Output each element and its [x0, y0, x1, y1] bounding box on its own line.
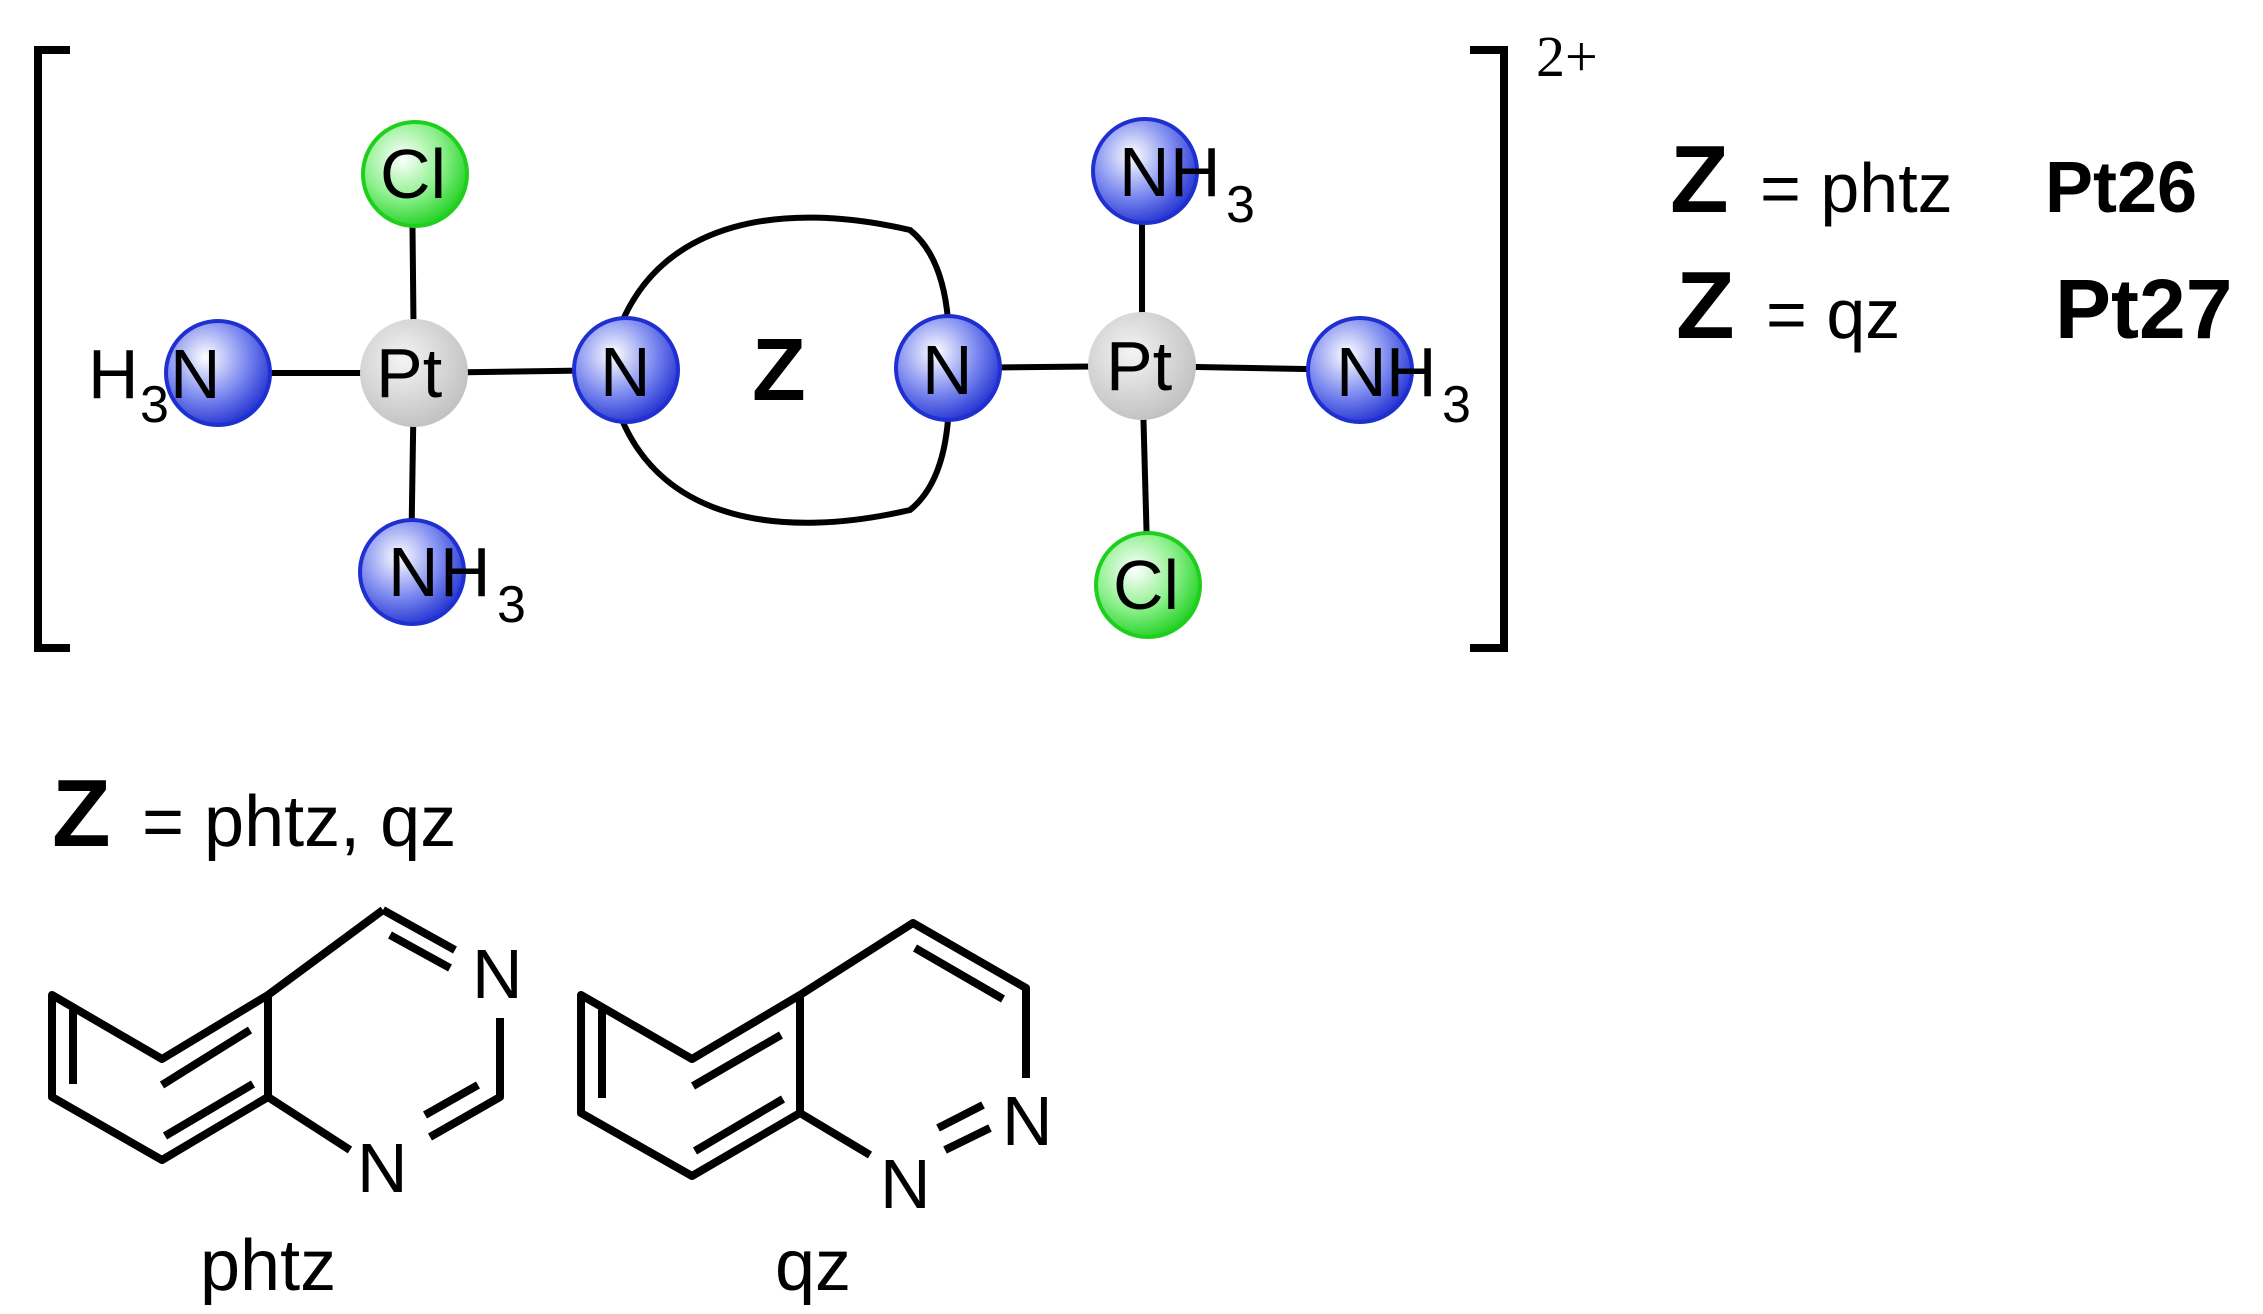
left-amine: H 3 N	[88, 319, 272, 434]
left-top-chloride: Cl	[361, 120, 469, 228]
left-bracket	[34, 46, 70, 652]
qz-structure: N N qz	[577, 919, 1053, 1306]
svg-text:N: N	[170, 335, 221, 413]
left-bottom-amine: N H 3	[358, 518, 526, 634]
svg-text:N: N	[880, 1145, 931, 1223]
svg-text:H: H	[440, 533, 491, 611]
left-platinum-atom: Pt	[360, 319, 468, 427]
right-bottom-chloride: Cl	[1094, 531, 1202, 639]
svg-text:= phtz: = phtz	[1760, 149, 1953, 227]
svg-text:qz: qz	[775, 1226, 851, 1306]
svg-text:phtz: phtz	[200, 1226, 336, 1306]
bridge-right-nitrogen: N	[894, 314, 1002, 422]
svg-text:= qz: = qz	[1766, 275, 1900, 353]
svg-text:N: N	[357, 1129, 408, 1207]
svg-text:Cl: Cl	[1113, 546, 1179, 624]
svg-text:H: H	[88, 335, 139, 413]
svg-text:N: N	[388, 533, 439, 611]
ligand-heading: Z = phtz, qz	[52, 760, 456, 867]
svg-text:H: H	[1170, 133, 1221, 211]
svg-text:N: N	[1002, 1082, 1053, 1160]
svg-text:N: N	[600, 333, 651, 411]
bridge-left-nitrogen: N	[572, 316, 680, 424]
svg-text:N: N	[472, 935, 523, 1013]
right-platinum-atom: Pt	[1088, 312, 1196, 420]
svg-text:= phtz, qz: = phtz, qz	[142, 782, 456, 862]
bridge-label: Z	[752, 320, 806, 419]
legend-row-pt26: Z = phtz Pt26	[1670, 126, 2197, 233]
svg-text:3: 3	[140, 376, 169, 434]
z-bridge-loop	[619, 214, 951, 526]
phtz-structure: N N phtz	[48, 906, 523, 1306]
right-amine: N H 3	[1306, 316, 1471, 434]
svg-text:Z: Z	[52, 760, 111, 867]
svg-text:3: 3	[1442, 376, 1471, 434]
right-bracket	[1470, 46, 1508, 652]
svg-text:3: 3	[497, 576, 526, 634]
svg-text:Pt27: Pt27	[2055, 262, 2232, 356]
legend-row-pt27: Z = qz Pt27	[1676, 252, 2232, 359]
svg-text:Pt: Pt	[1106, 327, 1172, 405]
svg-text:Pt: Pt	[376, 334, 442, 412]
svg-text:N: N	[922, 331, 973, 409]
svg-text:N: N	[1119, 133, 1170, 211]
charge-label: 2+	[1536, 24, 1598, 89]
right-top-amine: N H 3	[1091, 117, 1255, 234]
svg-text:Z: Z	[1670, 126, 1729, 233]
svg-text:N: N	[1336, 333, 1387, 411]
svg-text:Pt26: Pt26	[2045, 148, 2197, 228]
svg-text:H: H	[1386, 333, 1437, 411]
svg-text:Cl: Cl	[380, 135, 446, 213]
svg-text:Z: Z	[1676, 252, 1735, 359]
svg-text:3: 3	[1226, 176, 1255, 234]
